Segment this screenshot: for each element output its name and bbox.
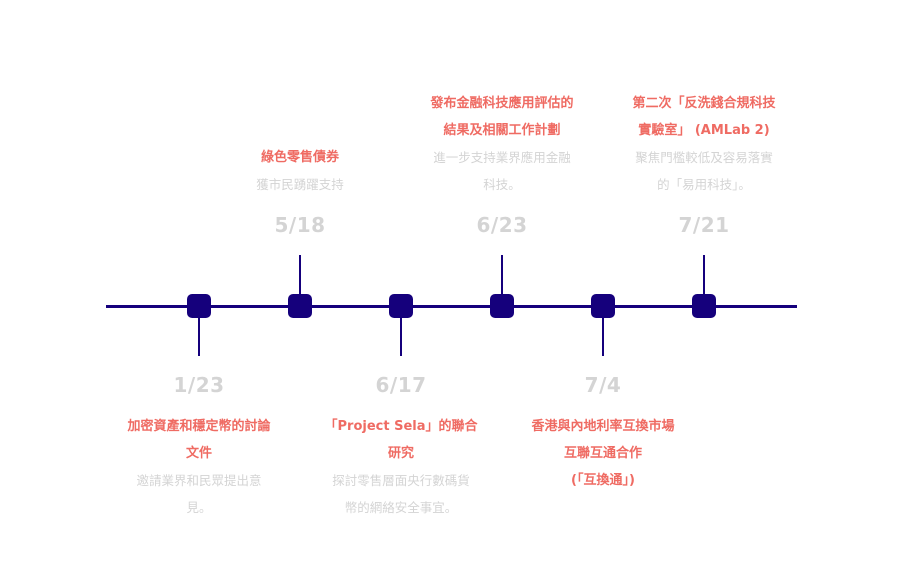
timeline-connector-7-21	[702, 255, 706, 306]
event-title-line: 實驗室」 (AMLab 2)	[638, 123, 770, 138]
timeline-node-6-17	[389, 294, 413, 318]
event-title-line: 香港與內地利率互換市場	[531, 419, 675, 434]
timeline-connector-1-23	[197, 306, 201, 356]
event-title-line: 研究	[387, 446, 414, 461]
event-date-6-17: 6/17	[375, 373, 427, 397]
event-date-7-4: 7/4	[584, 373, 622, 397]
event-title-line: (「互換通」)	[571, 473, 635, 488]
event-text-7-21: 第二次「反洗錢合規科技實驗室」 (AMLab 2) 聚焦門檻較低及容易落實的「易用…	[619, 90, 789, 198]
timeline-node-7-21	[692, 294, 716, 318]
timeline-connector-7-4	[601, 306, 605, 356]
timeline-node-1-23	[187, 294, 211, 318]
event-description-line: 見。	[186, 500, 212, 515]
event-title-line: 結果及相關工作計劃	[443, 123, 561, 138]
event-description-line: 的「易用科技」。	[657, 177, 751, 192]
event-description-line: 探討零售層面央行數碼貨	[332, 473, 470, 488]
event-title-line: 發布金融科技應用評估的	[430, 96, 574, 111]
timeline-node-5-18	[288, 294, 312, 318]
timeline-connector-6-23	[500, 255, 504, 306]
event-title-line: 文件	[185, 446, 212, 461]
timeline-axis	[106, 304, 797, 308]
event-description-line: 聚焦門檻較低及容易落實	[635, 150, 773, 165]
event-date-5-18: 5/18	[274, 213, 326, 237]
event-date-6-23: 6/23	[476, 213, 528, 237]
event-description-line: 邀請業界和民眾提出意	[136, 473, 262, 488]
event-title-line: 綠色零售債券	[260, 150, 339, 165]
event-title-line: 互聯互通合作	[563, 446, 642, 461]
event-text-6-23: 發布金融科技應用評估的結果及相關工作計劃進一步支持業界應用金融科技。	[417, 90, 587, 198]
event-text-1-23: 加密資產和穩定幣的討論文件邀請業界和民眾提出意見。	[114, 413, 284, 521]
event-title-line: 「Project Sela」的聯合	[324, 419, 478, 434]
event-text-6-17: 「Project Sela」的聯合研究探討零售層面央行數碼貨幣的網絡安全事宜。	[316, 413, 486, 521]
event-description-line: 幣的網絡安全事宜。	[344, 500, 458, 515]
timeline-connector-6-17	[399, 306, 403, 356]
timeline-node-6-23	[490, 294, 514, 318]
event-title-line: 第二次「反洗錢合規科技	[632, 96, 776, 111]
event-date-7-21: 7/21	[678, 213, 730, 237]
event-text-7-4: 香港與內地利率互換市場互聯互通合作 (「互換通」)	[518, 413, 688, 494]
event-description-line: 獲市民踴躍支持	[256, 177, 344, 192]
event-description-line: 科技。	[483, 177, 521, 192]
event-text-5-18: 綠色零售債券獲市民踴躍支持	[215, 144, 385, 198]
timeline-node-7-4	[591, 294, 615, 318]
event-title-line: 加密資產和穩定幣的討論	[127, 419, 271, 434]
event-date-1-23: 1/23	[173, 373, 225, 397]
event-description-line: 進一步支持業界應用金融	[433, 150, 571, 165]
timeline-connector-5-18	[298, 255, 302, 306]
